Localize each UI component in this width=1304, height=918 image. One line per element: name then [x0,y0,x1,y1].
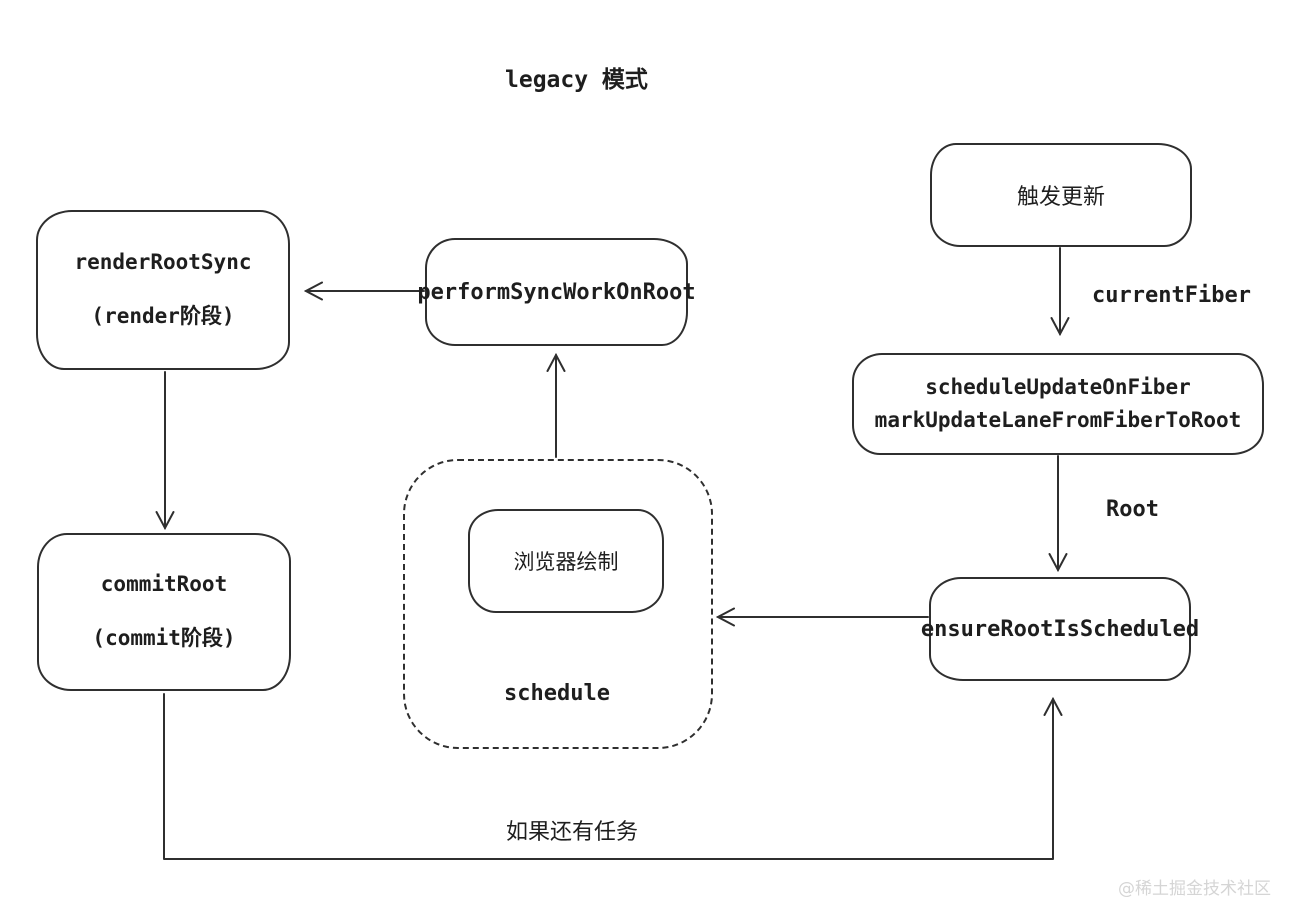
node-trigger-update: 触发更新 [930,143,1192,247]
node-commit-root-line1: commitRoot [100,572,228,596]
schedule-group-label: schedule [504,681,610,706]
diagram-title: legacy 模式 [505,67,648,93]
node-schedule-update-line2: markUpdateLaneFromFiberToRoot [874,408,1242,432]
watermark: @稀土掘金技术社区 [1118,879,1271,899]
node-commit-root-line2: (commit阶段) [92,626,236,650]
node-trigger-update-label: 触发更新 [1016,185,1105,210]
node-browser-paint-label: 浏览器绘制 [513,550,619,574]
node-render-root-sync-line2: (render阶段) [91,304,235,328]
schedule-group-container [403,459,713,749]
node-perform-sync-label: performSyncWorkOnRoot [417,279,696,305]
node-render-root-sync-line1: renderRootSync [74,250,252,274]
node-render-root-sync: renderRootSync (render阶段) [36,210,290,370]
node-schedule-update-on-fiber: scheduleUpdateOnFiber markUpdateLaneFrom… [852,353,1264,455]
node-browser-paint: 浏览器绘制 [468,509,664,613]
node-schedule-update-line1: scheduleUpdateOnFiber [925,375,1191,399]
edge-label-current-fiber: currentFiber [1092,283,1251,308]
edge-label-if-more-tasks: 如果还有任务 [506,820,639,845]
edge-label-root: Root [1106,497,1159,522]
node-commit-root: commitRoot (commit阶段) [37,533,291,691]
node-perform-sync-work-on-root: performSyncWorkOnRoot [417,238,696,346]
node-ensure-root-is-scheduled: ensureRootIsScheduled [921,577,1199,681]
node-ensure-root-label: ensureRootIsScheduled [920,616,1200,642]
